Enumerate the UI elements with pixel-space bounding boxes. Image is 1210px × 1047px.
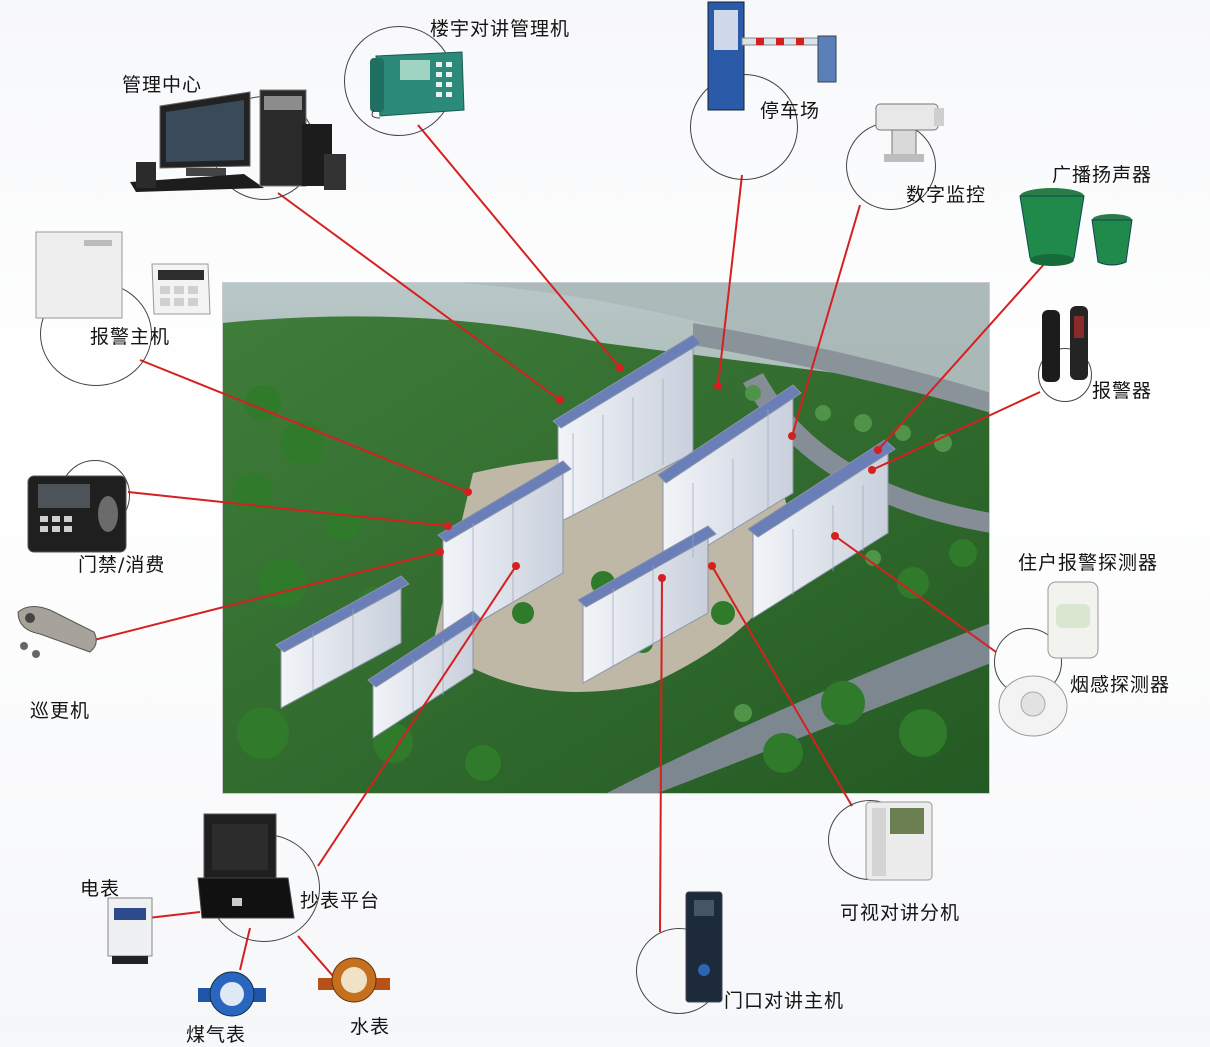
parking-barrier-icon <box>700 0 840 120</box>
label-meter-platform: 抄表平台 <box>300 890 381 912</box>
water-meter-icon <box>316 954 392 1012</box>
label-door-intercom-host: 门口对讲主机 <box>724 990 845 1012</box>
label-digital-monitor: 数字监控 <box>906 184 987 206</box>
pir-detector-icon <box>1044 578 1102 666</box>
label-access-consume: 门禁/消费 <box>78 554 166 576</box>
infrared-beam-icon <box>1040 304 1092 390</box>
label-electric-meter: 电表 <box>80 878 121 900</box>
door-station-icon <box>684 890 724 1008</box>
patrol-wand-icon <box>10 600 102 668</box>
smoke-detector-icon <box>996 668 1070 744</box>
label-intercom-manager: 楼宇对讲管理机 <box>430 18 571 40</box>
label-resident-alarm-detector: 住户报警探测器 <box>1018 552 1159 574</box>
alarm-ring <box>1038 348 1092 402</box>
computer-icon <box>126 84 352 198</box>
intercom-phone-icon <box>366 48 466 124</box>
aerial-community-view <box>222 282 990 794</box>
label-video-intercom-ext: 可视对讲分机 <box>840 902 961 924</box>
electric-meter-icon <box>106 896 156 970</box>
label-parking: 停车场 <box>760 100 821 122</box>
label-patrol: 巡更机 <box>30 700 91 722</box>
label-alarm: 报警器 <box>1092 380 1153 402</box>
label-broadcast-speaker: 广播扬声器 <box>1052 164 1153 186</box>
label-alarm-host: 报警主机 <box>90 326 171 348</box>
alarm-host-icon <box>34 230 214 330</box>
label-gas-meter: 煤气表 <box>186 1024 247 1046</box>
access-terminal-icon <box>26 474 130 558</box>
label-smoke-detector: 烟感探测器 <box>1070 674 1171 696</box>
gas-meter-icon <box>196 968 268 1024</box>
label-water-meter: 水表 <box>350 1016 391 1038</box>
label-management-center: 管理中心 <box>122 74 203 96</box>
video-intercom-icon <box>864 800 934 888</box>
cctv-camera-icon <box>862 96 946 174</box>
speaker-icon <box>1012 186 1136 276</box>
meter-box-icon <box>196 812 296 926</box>
